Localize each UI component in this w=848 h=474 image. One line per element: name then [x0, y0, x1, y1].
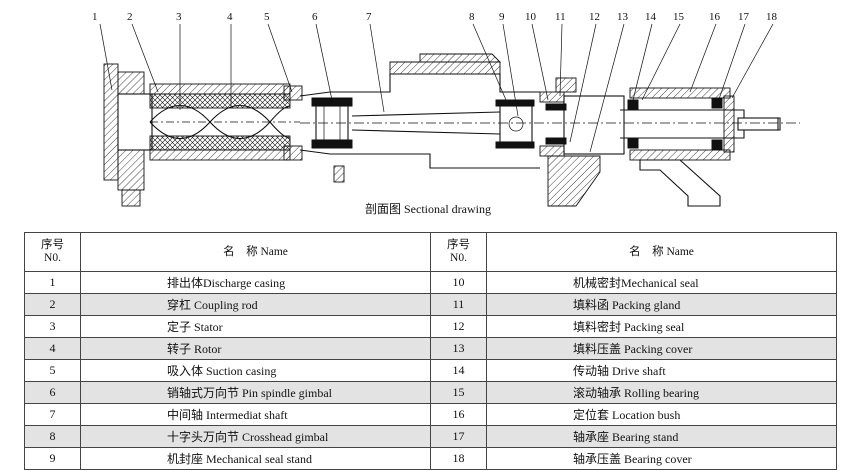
- table-row: 7 中间轴 Intermediat shaft 16 定位套 Location …: [24, 403, 837, 426]
- stator-rotor: [149, 83, 300, 161]
- callout-3: 3: [176, 11, 182, 23]
- part-name: 填料密封 Packing seal: [486, 315, 837, 338]
- callout-16: 16: [709, 11, 721, 23]
- table-row: 6 销轴式万向节 Pin spindle gimbal 15 滚动轴承 Roll…: [24, 381, 837, 404]
- part-name: 滚动轴承 Rolling bearing: [486, 381, 837, 404]
- part-number: 8: [24, 425, 81, 448]
- callout-17: 17: [738, 11, 750, 23]
- part-number: 2: [24, 293, 81, 316]
- header-no-right: 序号 N0.: [430, 232, 487, 272]
- table-row: 4 转子 Rotor 13 填料压盖 Packing cover: [24, 337, 837, 360]
- header-name-right: 名 称 Name: [486, 232, 837, 272]
- header-name-left: 名 称 Name: [80, 232, 431, 272]
- part-name: 机封座 Mechanical seal stand: [80, 447, 431, 470]
- discharge-casing: [103, 63, 153, 207]
- part-name: 轴承座 Bearing stand: [486, 425, 837, 448]
- table-row: 1 排出体Discharge casing 10 机械密封Mechanical …: [24, 271, 837, 294]
- part-name: 轴承压盖 Bearing cover: [486, 447, 837, 470]
- part-name: 机械密封Mechanical seal: [486, 271, 837, 294]
- crosshead-gimbal: [495, 99, 535, 149]
- table-row: 5 吸入体 Suction casing 14 传动轴 Drive shaft: [24, 359, 837, 382]
- part-number: 4: [24, 337, 81, 360]
- part-number: 10: [430, 271, 487, 294]
- part-number: 5: [24, 359, 81, 382]
- table-row: 3 定子 Stator 12 填料密封 Packing seal: [24, 315, 837, 338]
- callout-14: 14: [645, 11, 657, 23]
- part-number: 18: [430, 447, 487, 470]
- part-number: 16: [430, 403, 487, 426]
- part-name: 中间轴 Intermediat shaft: [80, 403, 431, 426]
- part-number: 15: [430, 381, 487, 404]
- part-number: 13: [430, 337, 487, 360]
- callout-1: 1: [92, 11, 98, 23]
- part-name: 销轴式万向节 Pin spindle gimbal: [80, 381, 431, 404]
- callout-2: 2: [127, 11, 133, 23]
- callout-9: 9: [499, 11, 505, 23]
- part-number: 3: [24, 315, 81, 338]
- callout-12: 12: [589, 11, 600, 23]
- header-no-cn: 序号: [447, 239, 470, 251]
- part-name: 定位套 Location bush: [486, 403, 837, 426]
- suction-casing: [283, 53, 540, 183]
- callout-6: 6: [312, 11, 318, 23]
- callout-8: 8: [469, 11, 475, 23]
- table-row: 9 机封座 Mechanical seal stand 18 轴承压盖 Bear…: [24, 447, 837, 470]
- part-name: 排出体Discharge casing: [80, 271, 431, 294]
- part-number: 12: [430, 315, 487, 338]
- header-no-cn: 序号: [41, 239, 64, 251]
- callout-13: 13: [617, 11, 629, 23]
- callout-15: 15: [673, 11, 685, 23]
- part-number: 14: [430, 359, 487, 382]
- bearing-stand: [620, 87, 781, 207]
- part-name: 填料压盖 Packing cover: [486, 337, 837, 360]
- callout-leaders: [99, 23, 774, 153]
- part-name: 吸入体 Suction casing: [80, 359, 431, 382]
- callout-18: 18: [766, 11, 778, 23]
- part-number: 9: [24, 447, 81, 470]
- callout-7: 7: [366, 11, 372, 23]
- header-no-left: 序号 N0.: [24, 232, 81, 272]
- callout-4: 4: [227, 11, 233, 23]
- intermediate-shaft: [300, 111, 800, 135]
- table-row: 2 穿杠 Coupling rod 11 填料函 Packing gland: [24, 293, 837, 316]
- part-name: 定子 Stator: [80, 315, 431, 338]
- callout-11: 11: [555, 11, 566, 23]
- part-number: 11: [430, 293, 487, 316]
- part-name: 传动轴 Drive shaft: [486, 359, 837, 382]
- header-no-en: N0.: [44, 252, 61, 264]
- parts-table: 序号 N0. 名 称 Name 序号 N0. 名 称 Name 1 排出体Dis…: [24, 232, 837, 470]
- part-number: 6: [24, 381, 81, 404]
- sectional-drawing: 1 2 3 4 5 6 7 8 9 10 11 12 13 14 15 16 1…: [92, 11, 800, 216]
- part-number: 7: [24, 403, 81, 426]
- part-name: 转子 Rotor: [80, 337, 431, 360]
- drawing-caption: 剖面图 Sectional drawing: [365, 202, 491, 216]
- part-name: 穿杠 Coupling rod: [80, 293, 431, 316]
- table-header-row: 序号 N0. 名 称 Name 序号 N0. 名 称 Name: [24, 232, 837, 272]
- callout-10: 10: [525, 11, 537, 23]
- part-number: 1: [24, 271, 81, 294]
- part-number: 17: [430, 425, 487, 448]
- part-name: 填料函 Packing gland: [486, 293, 837, 316]
- seal-assembly: [539, 77, 625, 207]
- part-name: 十字头万向节 Crosshead gimbal: [80, 425, 431, 448]
- table-row: 8 十字头万向节 Crosshead gimbal 17 轴承座 Bearing…: [24, 425, 837, 448]
- callout-5: 5: [264, 11, 270, 23]
- callout-numbers: 1 2 3 4 5 6 7 8 9 10 11 12 13 14 15 16 1…: [92, 11, 778, 23]
- header-no-en: N0.: [450, 252, 467, 264]
